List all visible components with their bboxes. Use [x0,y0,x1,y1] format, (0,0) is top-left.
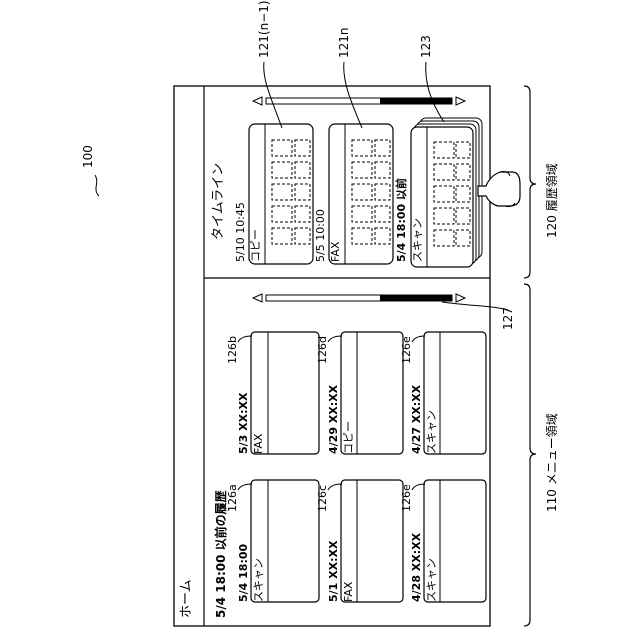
card-job-type: スキャン [252,558,265,602]
ref-card-n: 121n [337,27,351,58]
card-job-type: スキャン [411,218,424,262]
card-job-type: スキャン [425,410,438,454]
card-timestamp: 5/4 18:00 以前 [394,178,408,262]
timeline-title: タイムライン [211,163,226,240]
card-job-type: コピー [249,229,262,262]
card-timestamp: 4/27 XX:XX [410,384,423,454]
timeline-scroll-thumb[interactable] [380,98,452,104]
card-timestamp: 4/29 XX:XX [327,384,340,454]
card-timestamp: 5/5 10:00 [314,209,327,262]
card-timestamp: 5/3 XX:XX [237,392,250,454]
card-ref: 126b [226,336,239,364]
menu-area-bracket [524,284,536,626]
card-timestamp: 5/4 18:00 [237,543,250,602]
card-timestamp: 4/28 XX:XX [410,532,423,602]
card-ref: 126d [316,336,329,364]
card-job-type: コピー [342,421,355,454]
card-timestamp: 5/10 10:45 [234,202,247,262]
ref-scrollbar: 127 [501,307,515,330]
timeline-scrollbar[interactable] [253,97,465,105]
card-job-type: スキャン [425,558,438,602]
device-ref-leader [95,175,99,196]
home-title: ホーム [179,579,194,618]
card-job-type: FAX [329,241,342,262]
ref-card-n-minus-1: 121(n−1) [257,0,271,58]
card-ref: 126c [316,485,329,512]
card-ref: 126e [400,336,413,364]
history-area-bracket [524,86,536,278]
menu-scroll-thumb[interactable] [380,295,452,301]
card-timestamp: 5/1 XX:XX [327,540,340,602]
card-job-type: FAX [252,433,265,454]
card-job-type: FAX [342,581,355,602]
ref-stack: 123 [419,35,433,58]
menu-scrollbar[interactable] [253,294,465,302]
history-area-label: 120 履歴領域 [544,163,559,238]
card-ref: 126a [226,484,239,512]
device-ref-label: 100 [81,145,95,168]
card-ref: 126e [400,484,413,512]
menu-area-label: 110 メニュー領域 [544,413,559,512]
